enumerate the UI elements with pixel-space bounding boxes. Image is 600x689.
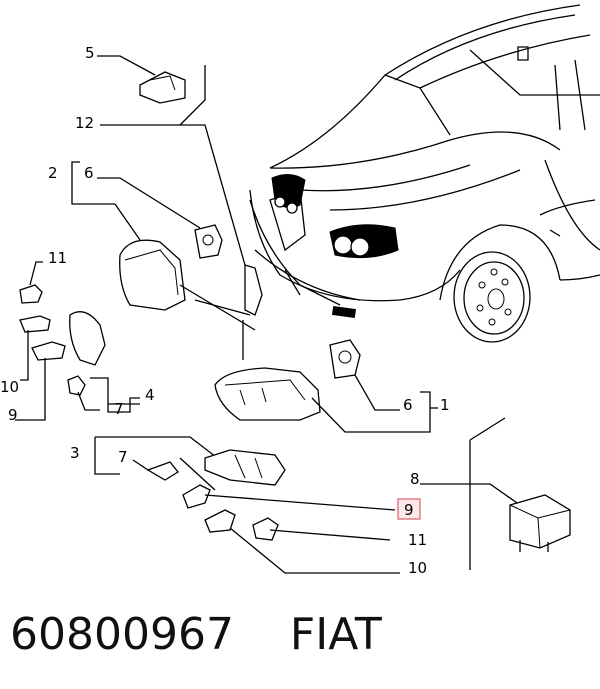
callout-6-right: 6 [403,396,413,414]
wire-part-12 [100,124,263,360]
callout-11-left: 11 [48,249,67,267]
car-illustration [249,4,600,343]
callout-9-left: 9 [8,406,18,424]
callout-10-left: 10 [0,378,19,396]
highlighted-callout-box [397,498,421,520]
side-repeater-assembly [67,311,140,413]
part-footer: 60800967 FIAT [10,600,382,670]
callout-3: 3 [70,444,80,462]
callout-10-right: 10 [408,559,427,577]
callout-8: 8 [410,470,420,488]
relay-part-8 [420,417,571,570]
callout-9-highlighted: 9 [404,501,414,519]
clip-part-5 [97,55,206,126]
callout-5: 5 [85,44,95,62]
bulbs-left [15,261,66,421]
callout-2: 2 [48,164,58,182]
callout-4: 4 [145,386,155,404]
callout-1: 1 [440,396,450,414]
callout-7-upper: 7 [114,400,124,418]
callout-7-lower: 7 [118,448,128,466]
callout-12: 12 [75,114,94,132]
brand-name: FIAT [289,609,382,660]
headlamp-left-assembly [71,161,223,311]
part-number: 60800967 [10,609,234,660]
callout-11-right: 11 [408,531,427,549]
parts-diagram: 5 12 2 6 11 10 9 4 7 6 1 3 7 8 9 11 10 [0,4,600,577]
callout-6-top: 6 [84,164,94,182]
fog-lamp-assembly [94,436,400,574]
headlamp-right-assembly [214,339,438,433]
callout-labels: 5 12 2 6 11 10 9 4 7 6 1 3 7 8 9 11 10 [0,44,450,577]
footer-spacer [234,609,290,660]
